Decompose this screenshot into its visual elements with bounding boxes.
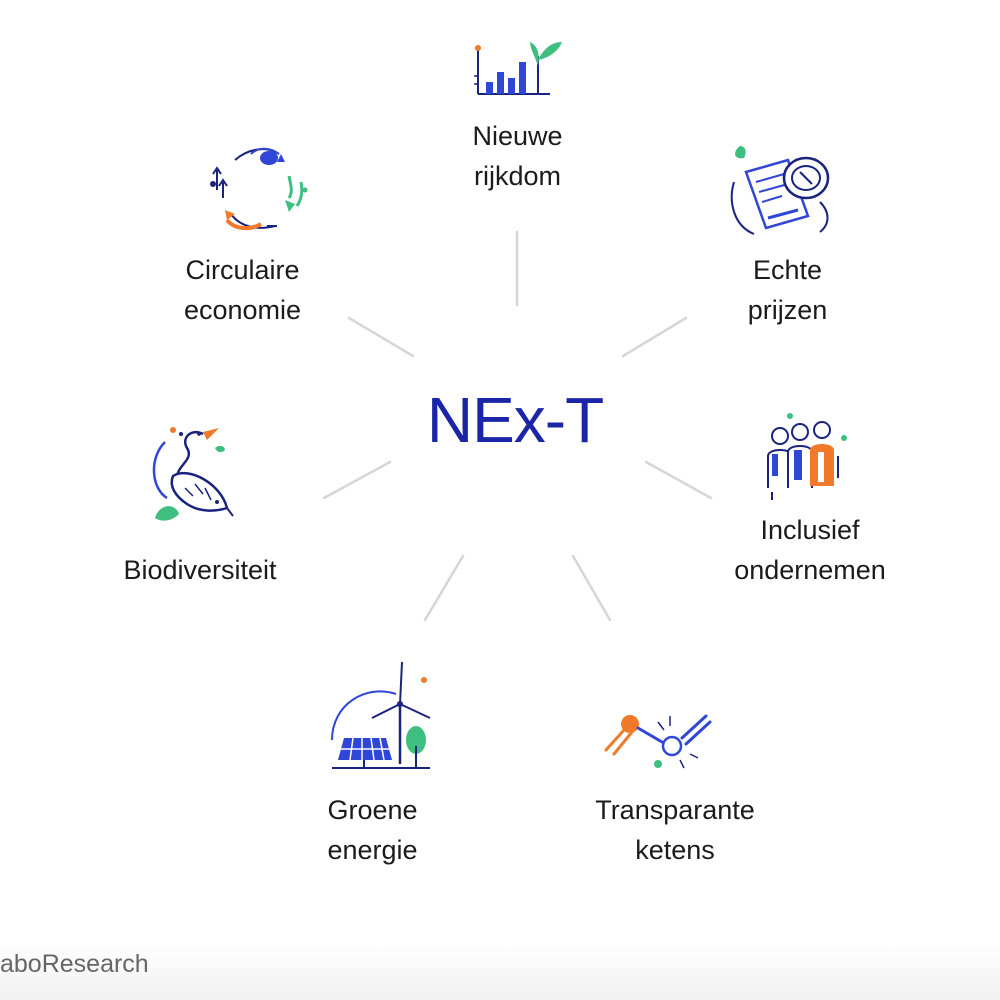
wind-solar-icon xyxy=(331,661,431,769)
node-label-line: Nieuwe xyxy=(472,121,563,151)
node-label-line: Groene xyxy=(327,795,418,825)
bird-fish-icon xyxy=(152,427,234,521)
node-label-line: Echte xyxy=(752,255,823,285)
node-label-line: ketens xyxy=(635,835,715,865)
node-label-inclusief-ondernemen: Inclusief ondernemen xyxy=(705,510,915,590)
spoke-echte-prijzen xyxy=(621,316,688,358)
people-group-icon xyxy=(767,413,847,500)
spoke-groene-energie xyxy=(423,554,465,622)
node-label-line: prijzen xyxy=(747,295,828,325)
linked-nodes-icon xyxy=(604,714,712,769)
spoke-transparante-ketens xyxy=(571,554,612,622)
node-label-biodiversiteit: Biodiversiteit xyxy=(100,550,300,590)
node-label-line: rijkdom xyxy=(473,161,561,191)
node-label-transparante-ketens: Transparante ketens xyxy=(565,790,785,870)
spoke-inclusief-ondernemen xyxy=(644,460,713,500)
node-label-line: Biodiversiteit xyxy=(123,555,277,585)
footer-strip xyxy=(0,940,1000,1000)
node-label-circulaire-economie: Circulaire economie xyxy=(145,250,340,330)
node-label-line: energie xyxy=(327,835,418,865)
center-title: NEx-T xyxy=(426,384,604,456)
circular-arrows-icon xyxy=(210,147,308,231)
node-label-line: economie xyxy=(183,295,302,325)
node-label-line: Transparante xyxy=(595,795,755,825)
spoke-circulaire-economie xyxy=(347,316,415,358)
node-label-line: ondernemen xyxy=(734,555,886,585)
coin-document-icon xyxy=(730,146,830,235)
node-label-line: Circulaire xyxy=(185,255,300,285)
node-label-echte-prijzen: Echte prijzen xyxy=(690,250,885,330)
node-label-line: Inclusief xyxy=(760,515,860,545)
footer-brand: aboResearch xyxy=(0,950,149,978)
node-label-groene-energie: Groene energie xyxy=(275,790,470,870)
bar-chart-sprout-icon xyxy=(474,42,562,95)
node-label-nieuwe-rijkdom: Nieuwe rijkdom xyxy=(420,116,615,196)
spoke-biodiversiteit xyxy=(322,460,392,500)
